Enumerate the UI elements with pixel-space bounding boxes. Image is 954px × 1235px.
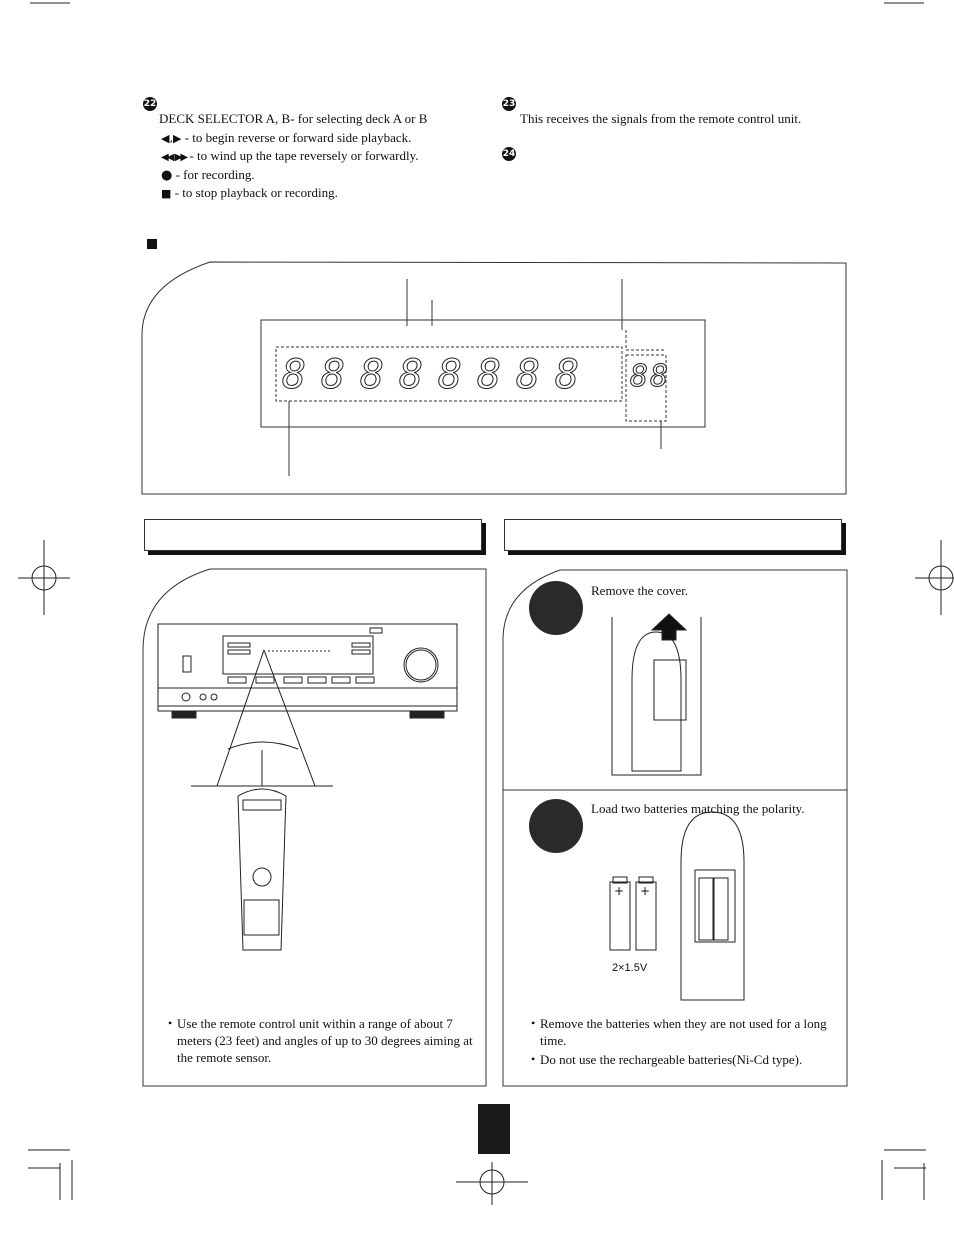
step-1-text: Remove the cover. (591, 583, 689, 598)
deck-item-2: ◀◀, ▶▶ - to wind up the tape reversely o… (161, 147, 418, 167)
segment-digit: 8 (321, 352, 346, 398)
item-number-22: 22 (143, 97, 157, 111)
remote-range-bullet: Use the remote control unit within a ran… (168, 1015, 477, 1066)
remote-cover-illustration (611, 613, 702, 776)
section-bullet-square (147, 239, 157, 249)
segment-digit: 8 (477, 352, 502, 398)
svg-text:+: + (640, 884, 650, 898)
deck-selector-heading: DECK SELECTOR A, B- for selecting deck A… (159, 111, 428, 126)
rewind-fastforward-icon: ◀◀, ▶▶ (161, 152, 188, 163)
stop-icon: ■ (161, 187, 172, 200)
remote-control-illustration (237, 788, 287, 951)
deck-item-3-text: - for recording. (172, 167, 255, 182)
battery-bullets: Remove the batteries when they are not u… (531, 1015, 840, 1068)
deck-item-4-text: - to stop playback or recording. (171, 185, 338, 200)
remote-range-title-bar (144, 519, 482, 551)
battery-title-bar (504, 519, 842, 551)
deck-item-3: ● - for recording. (161, 166, 255, 185)
step-1-marker (529, 581, 583, 635)
segment-digit: 8 (438, 352, 463, 398)
play-reverse-forward-icon: ◀,▶ (161, 132, 182, 145)
bullet-item: Use the remote control unit within a ran… (168, 1015, 477, 1066)
display-digits: 8 8 8 8 8 8 8 8 (282, 352, 617, 398)
item-number-23: 23 (502, 97, 516, 111)
step-2-text: Load two batteries matching the polarity… (591, 801, 805, 816)
segment-digit: 8 (650, 359, 669, 394)
bullet-item: Remove the batteries when they are not u… (531, 1015, 840, 1049)
svg-text:+: + (614, 884, 624, 898)
deck-item-4: ■ - to stop playback or recording. (161, 184, 338, 203)
segment-digit: 8 (555, 352, 580, 398)
page-tab (478, 1104, 510, 1154)
deck-item-2-text: - to wind up the tape reversely or forwa… (186, 148, 419, 163)
segment-digit: 8 (282, 352, 307, 398)
segment-digit: 8 (629, 359, 649, 394)
channel-digits: 8 8 (629, 359, 668, 394)
batteries-illustration: + + (609, 876, 657, 951)
segment-digit: 8 (360, 352, 385, 398)
battery-label: 2×1.5V (612, 962, 648, 974)
segment-digit: 8 (516, 352, 541, 398)
receiver-illustration (157, 623, 458, 787)
segment-digit: 8 (399, 352, 424, 398)
remote-sensor-text: This receives the signals from the remot… (520, 111, 802, 126)
step-2-marker (529, 799, 583, 853)
battery-compartment-illustration (680, 811, 745, 1001)
deck-item-1: ◀,▶ - to begin reverse or forward side p… (161, 129, 411, 148)
deck-item-1-text: - to begin reverse or forward side playb… (181, 130, 412, 145)
record-icon: ● (161, 168, 173, 183)
bullet-item: Do not use the rechargeable batteries(Ni… (531, 1051, 840, 1068)
item-number-24: 24 (502, 147, 516, 161)
